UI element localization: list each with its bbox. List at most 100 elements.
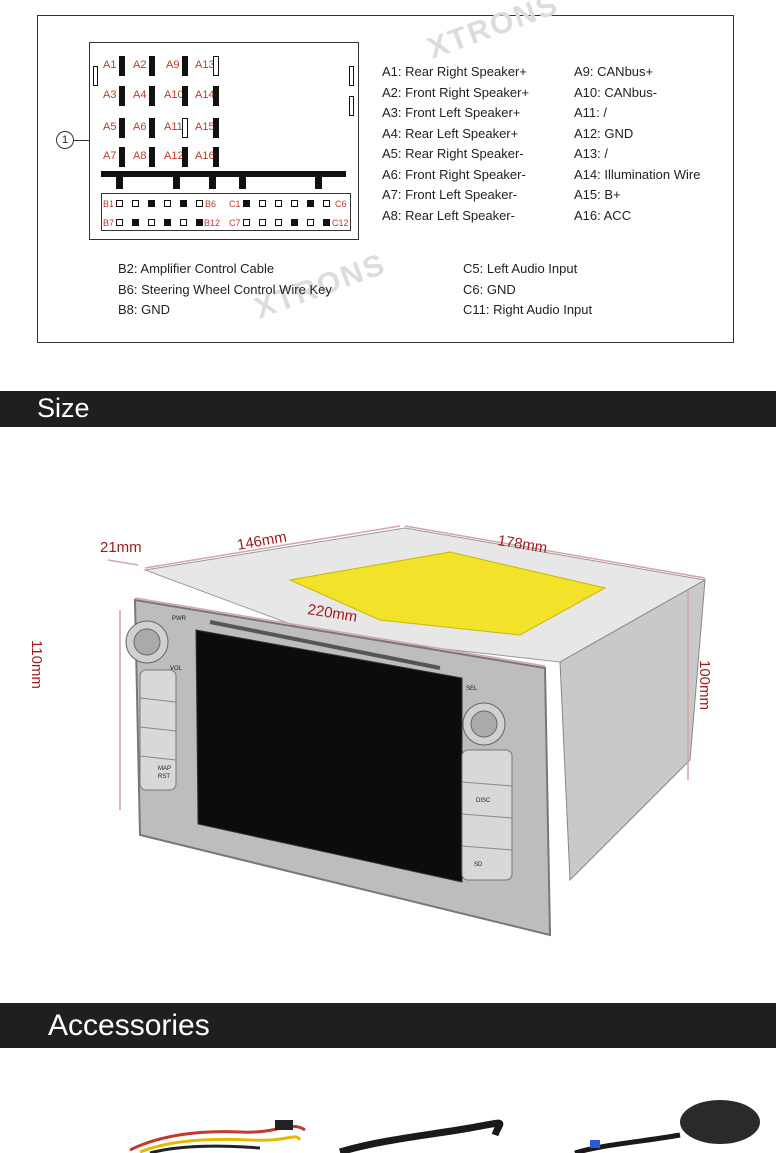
bc-pin (291, 219, 298, 226)
pin-label-b12: B12 (204, 218, 221, 228)
left-button-strip (139, 669, 177, 791)
bc-pin (307, 219, 314, 226)
legend-item: A8: Rear Left Speaker- (382, 207, 515, 223)
connector-tooth (315, 177, 322, 189)
legend-item: A4: Rear Left Speaker+ (382, 125, 519, 141)
bc-pin (243, 219, 250, 226)
pin-label-a1: A1 (103, 59, 117, 71)
iso-connector (89, 42, 359, 240)
pin-label-b7: B7 (103, 218, 115, 228)
legend-item: A14: Illumination Wire (574, 166, 701, 182)
bc-pin (164, 200, 171, 207)
label-sel: SEL (466, 686, 478, 692)
bc-pin (116, 200, 123, 207)
label-pwr: PWR (172, 616, 187, 622)
pin-a2 (149, 56, 155, 76)
gps-antenna (680, 1100, 760, 1144)
pin-label-a16: A16 (195, 150, 215, 162)
bc-pin (148, 200, 155, 207)
pin-a9 (182, 56, 188, 76)
legend-item: A11: / (574, 105, 608, 120)
pin-a4 (149, 86, 155, 106)
pin-label-a14: A14 (195, 89, 215, 101)
wiring-diagram-frame (37, 15, 734, 343)
bc-pin (307, 200, 314, 207)
pin-a6 (149, 118, 155, 138)
dim-21: 21mm (100, 539, 142, 556)
bc-pin (196, 200, 203, 207)
bc-pin-frame (101, 193, 351, 231)
screen (195, 629, 463, 883)
bc-pin (323, 219, 330, 226)
pin-a13 (213, 56, 219, 76)
warning-sticker (288, 551, 607, 636)
legend-c: C5: Left Audio Input C6: GND C11: Right … (463, 259, 592, 321)
connector-divider (101, 171, 346, 177)
pin-a12 (182, 147, 188, 167)
bc-pin (243, 200, 250, 207)
bc-pin (132, 200, 139, 207)
bc-pin (180, 219, 187, 226)
accessories-images (129, 1100, 760, 1153)
label-rst: RST (158, 774, 170, 780)
pin-label-a8: A8 (133, 150, 147, 162)
legend-a-left: A1: Rear Right Speaker+ A2: Front Right … (382, 62, 529, 226)
label-sd: SD (474, 862, 483, 868)
pin-label-a11: A11 (164, 121, 183, 133)
harness-wire-yellow (139, 1135, 302, 1153)
connector-tooth (173, 177, 180, 189)
dim-line-21 (107, 559, 139, 566)
bc-pin (180, 200, 187, 207)
label-disc: DISC (476, 798, 491, 804)
legend-item: A16: ACC (574, 207, 632, 223)
legend-item: A2: Front Right Speaker+ (382, 84, 530, 100)
extension-cable (338, 1119, 504, 1153)
pin-label-a4: A4 (133, 89, 147, 101)
pin-label-a7: A7 (103, 150, 117, 162)
connector-tooth (116, 177, 123, 189)
pin-label-c7: C7 (229, 218, 241, 228)
pin-label-a3: A3 (103, 89, 117, 101)
legend-item: A9: CANbus+ (574, 64, 654, 79)
pin-a14 (213, 86, 219, 106)
dim-100: 100mm (696, 660, 713, 710)
label-map: MAP (158, 766, 171, 772)
pin-label-a15: A15 (195, 121, 215, 133)
pin-a10 (182, 86, 188, 106)
harness-wire-black (149, 1144, 261, 1153)
pin-label-c12: C12 (332, 218, 349, 228)
legend-item: C5: Left Audio Input (463, 261, 578, 276)
gps-cable (574, 1132, 681, 1153)
legend-item: C6: GND (463, 281, 516, 297)
pin-a1 (119, 56, 125, 76)
pin-label-a2: A2 (133, 59, 147, 71)
legend-item: B6: Steering Wheel Control Wire Key (118, 281, 332, 297)
bc-pin (259, 219, 266, 226)
bc-pin (132, 219, 139, 226)
connector-notch-right-2 (349, 96, 354, 116)
pin-a8 (149, 147, 155, 167)
dim-line-146 (144, 525, 401, 569)
pin-a3 (119, 86, 125, 106)
legend-item: A5: Rear Right Speaker- (382, 146, 524, 161)
legend-item: A13: / (574, 146, 608, 161)
legend-item: A7: Front Left Speaker- (382, 187, 518, 202)
dim-line-178 (404, 525, 706, 579)
bc-pin (196, 219, 203, 226)
legend-item: A15: B+ (574, 187, 621, 202)
bc-pin (275, 219, 282, 226)
legend-item: B8: GND (118, 302, 171, 317)
connector-notch-right-1 (349, 66, 354, 86)
pin-label-b1: B1 (103, 199, 115, 209)
pin-a11 (182, 118, 188, 138)
connector-notch-left (93, 66, 98, 86)
callout-marker: 1 (56, 131, 74, 149)
connector-tooth (239, 177, 246, 189)
pin-label-c1: C1 (229, 199, 241, 209)
legend-item: A12: GND (574, 125, 634, 141)
legend-item: A6: Front Right Speaker- (382, 166, 526, 182)
bc-pin (116, 219, 123, 226)
legend-item: A1: Rear Right Speaker+ (382, 64, 527, 79)
pin-a7 (119, 147, 125, 167)
dim-line-220 (134, 597, 546, 667)
